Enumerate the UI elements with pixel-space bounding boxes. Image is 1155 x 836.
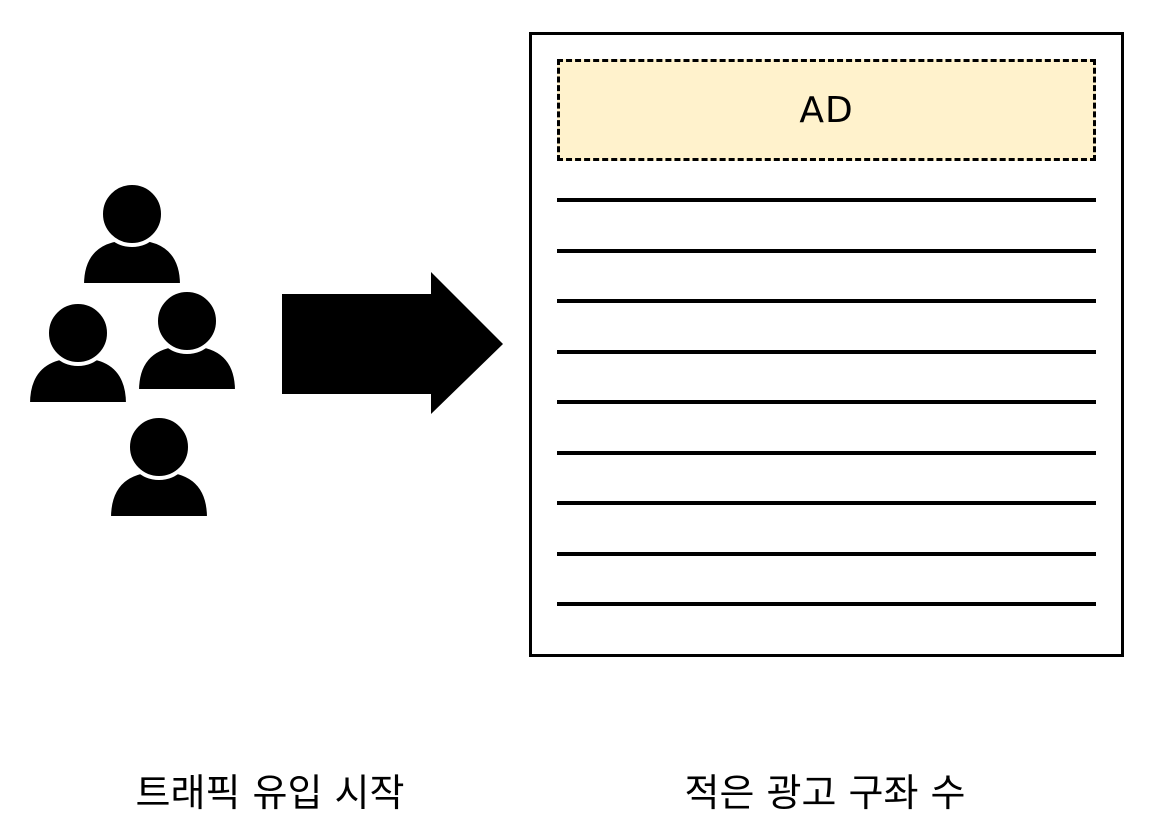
person-icon (25, 300, 131, 406)
content-line (557, 552, 1096, 556)
users-group-icon (25, 181, 240, 520)
person-icon (79, 181, 185, 287)
content-line (557, 299, 1096, 303)
web-page-mockup: AD (529, 32, 1124, 657)
person-icon (134, 288, 240, 393)
caption-traffic-start: 트래픽 유입 시작 (135, 771, 405, 815)
content-line (557, 400, 1096, 404)
content-line (557, 451, 1096, 455)
caption-few-ad-slots: 적은 광고 구좌 수 (684, 771, 966, 815)
content-line (557, 501, 1096, 505)
person-icon (106, 414, 212, 520)
ad-label: AD (799, 89, 854, 131)
ad-slot: AD (557, 59, 1096, 161)
content-line (557, 249, 1096, 253)
content-line (557, 602, 1096, 606)
right-arrow-icon (282, 272, 503, 414)
content-line (557, 350, 1096, 354)
content-line (557, 198, 1096, 202)
